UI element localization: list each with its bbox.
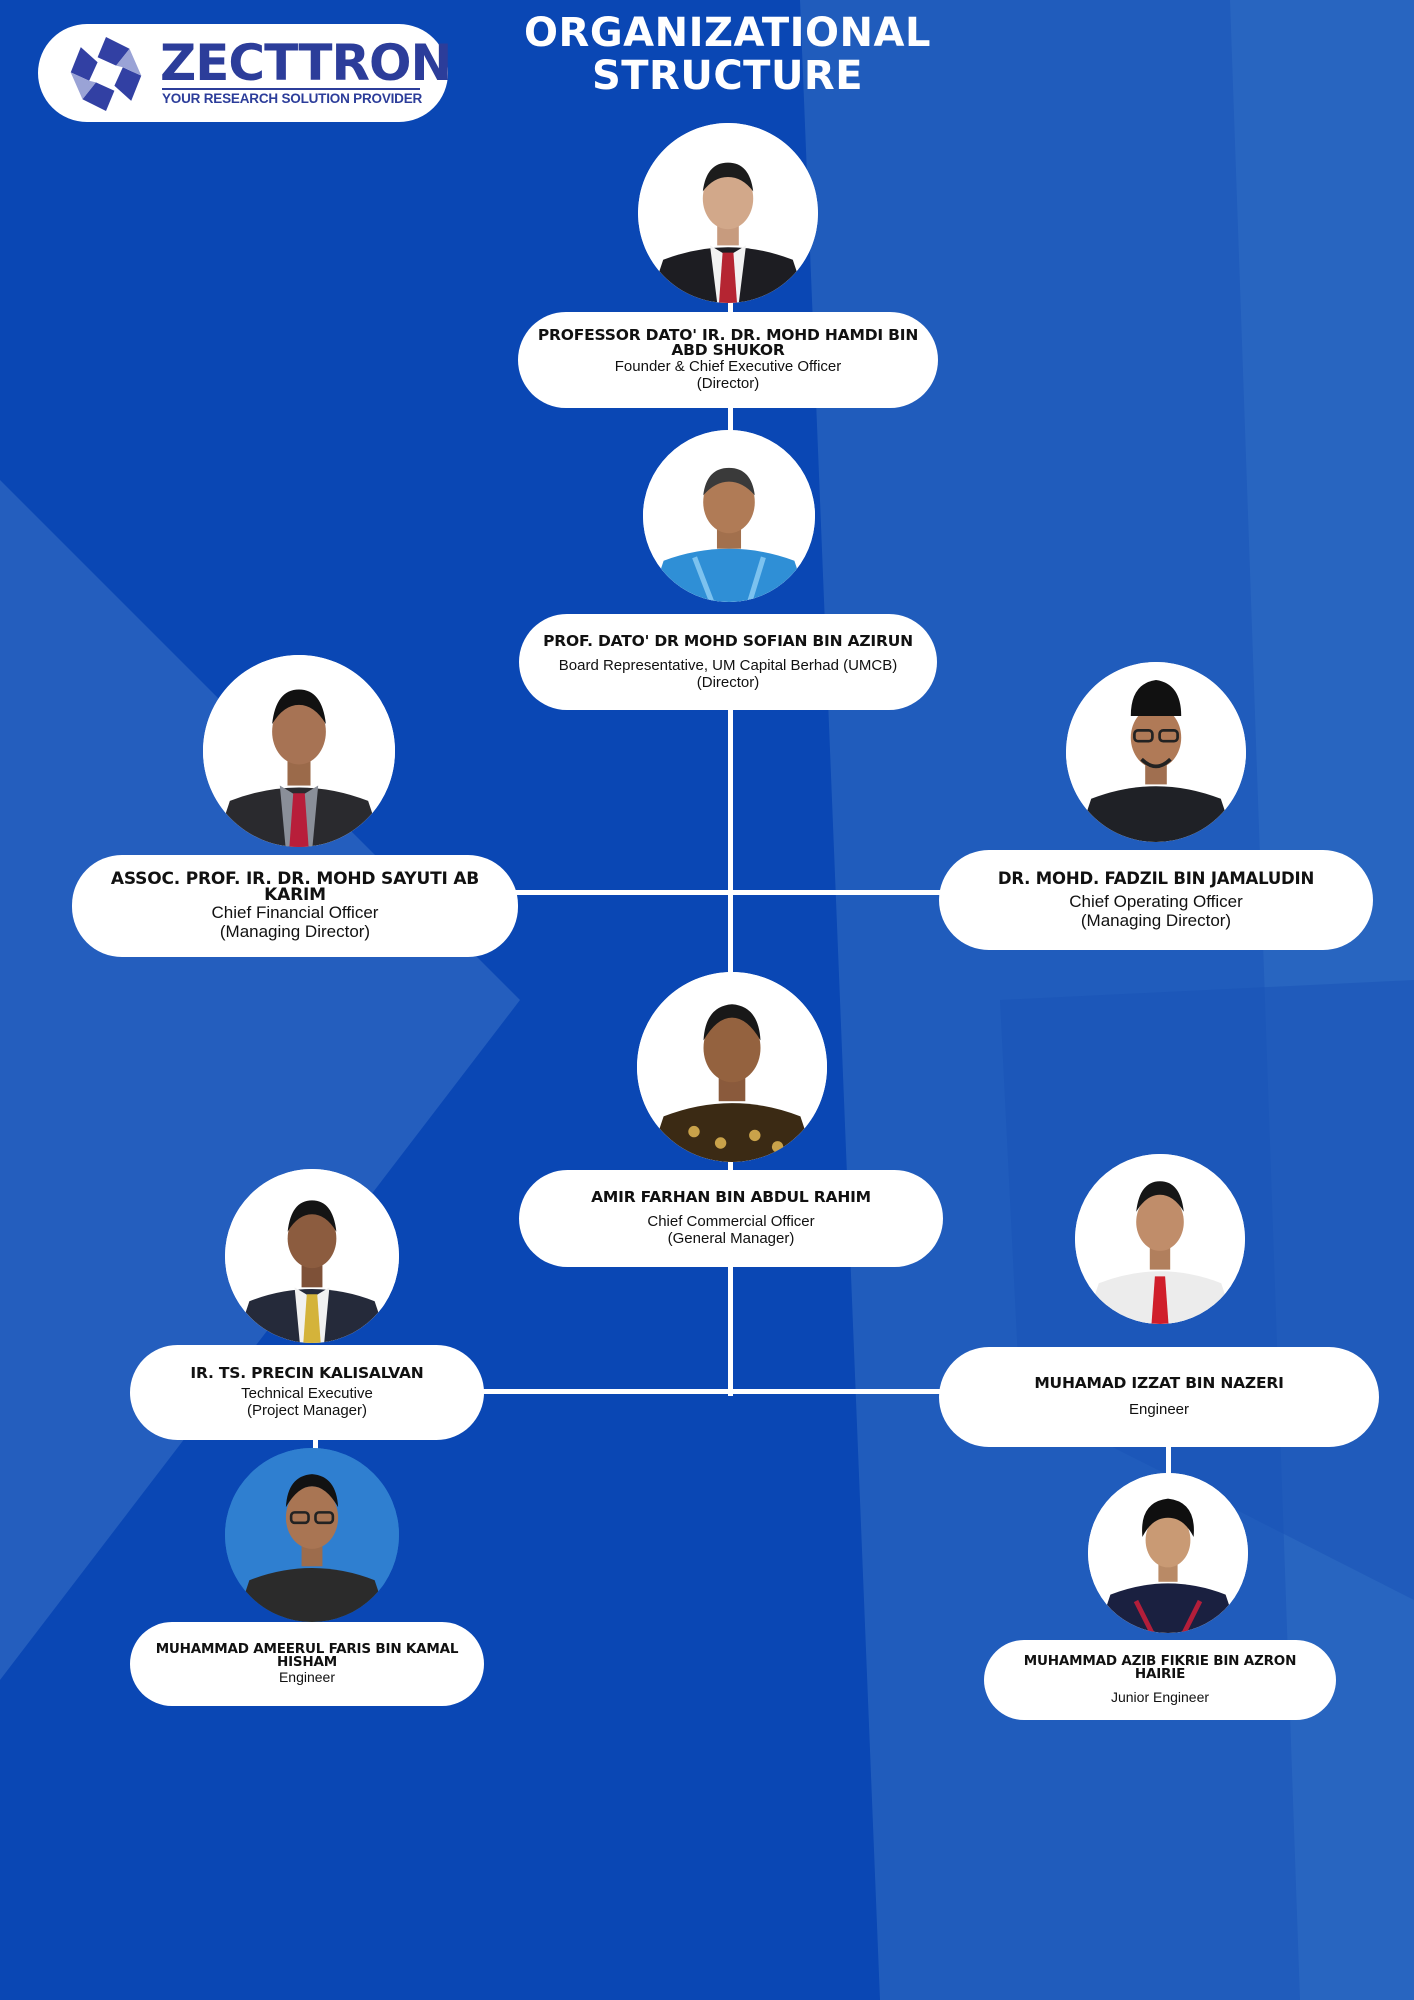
person-title: (Managing Director) bbox=[1080, 910, 1232, 930]
person-avatar-icon bbox=[637, 972, 827, 1162]
title-line-1: ORGANIZATIONAL bbox=[524, 10, 931, 56]
photo-hamdi bbox=[638, 123, 818, 303]
person-name: IR. TS. PRECIN KALISALVAN bbox=[190, 1364, 424, 1382]
person-avatar-icon bbox=[638, 123, 818, 303]
person-name: ASSOC. PROF. IR. DR. MOHD SAYUTI AB KARI… bbox=[110, 869, 480, 905]
logo-underline bbox=[162, 88, 420, 90]
title-line-2: STRUCTURE bbox=[591, 53, 864, 99]
photo-precin bbox=[225, 1169, 399, 1343]
connector-directors-row bbox=[515, 890, 941, 895]
photo-sayuti bbox=[203, 655, 395, 847]
photo-fadzil bbox=[1066, 662, 1246, 842]
photo-azib bbox=[1088, 1473, 1248, 1633]
person-role: Technical Executive bbox=[241, 1385, 373, 1402]
connector-izzat-azib bbox=[1166, 1446, 1171, 1476]
person-role: Chief Financial Officer bbox=[211, 903, 379, 922]
person-name: AMIR FARHAN BIN ABDUL RAHIM bbox=[591, 1188, 871, 1206]
card-hamdi: PROFESSOR DATO' IR. DR. MOHD HAMDI BIN A… bbox=[518, 312, 938, 408]
photo-sofian bbox=[643, 430, 815, 602]
logo-name: ZECTTRON bbox=[160, 34, 452, 92]
card-amir: AMIR FARHAN BIN ABDUL RAHIM Chief Commer… bbox=[519, 1170, 943, 1267]
person-avatar-icon bbox=[1075, 1154, 1245, 1324]
person-avatar-icon bbox=[1066, 662, 1246, 842]
person-role: Board Representative, UM Capital Berhad … bbox=[558, 656, 898, 674]
card-azib: MUHAMMAD AZIB FIKRIE BIN AZRON HAIRIE Ju… bbox=[984, 1640, 1336, 1720]
person-role: Founder & Chief Executive Officer bbox=[614, 358, 842, 375]
card-izzat: MUHAMAD IZZAT BIN NAZERI Engineer bbox=[939, 1347, 1379, 1447]
photo-izzat bbox=[1075, 1154, 1245, 1324]
person-name: PROFESSOR DATO' IR. DR. MOHD HAMDI BIN A… bbox=[537, 326, 919, 359]
person-name: PROF. DATO' DR MOHD SOFIAN BIN AZIRUN bbox=[543, 631, 913, 650]
person-title: (General Manager) bbox=[667, 1230, 795, 1247]
person-role: Chief Commercial Officer bbox=[647, 1213, 815, 1230]
person-avatar-icon bbox=[1088, 1473, 1248, 1633]
person-role: Engineer bbox=[1128, 1401, 1190, 1418]
connector-precin-ameerul bbox=[313, 1435, 318, 1455]
person-title: (Director) bbox=[696, 673, 760, 691]
card-sayuti: ASSOC. PROF. IR. DR. MOHD SAYUTI AB KARI… bbox=[72, 855, 518, 957]
person-title: (Project Manager) bbox=[246, 1402, 368, 1419]
card-fadzil: DR. MOHD. FADZIL BIN JAMALUDIN Chief Ope… bbox=[939, 850, 1373, 950]
photo-ameerul bbox=[225, 1448, 399, 1622]
logo-tagline: YOUR RESEARCH SOLUTION PROVIDER bbox=[162, 91, 423, 106]
person-avatar-icon bbox=[225, 1169, 399, 1343]
card-precin: IR. TS. PRECIN KALISALVAN Technical Exec… bbox=[130, 1345, 484, 1440]
logo: ZECTTRON YOUR RESEARCH SOLUTION PROVIDER bbox=[38, 24, 452, 122]
connector-staff-row bbox=[480, 1389, 942, 1394]
person-title: (Managing Director) bbox=[219, 922, 371, 941]
person-name: DR. MOHD. FADZIL BIN JAMALUDIN bbox=[997, 868, 1315, 888]
person-avatar-icon bbox=[643, 430, 815, 602]
person-avatar-icon bbox=[203, 655, 395, 847]
person-name: MUHAMMAD AZIB FIKRIE BIN AZRON HAIRIE bbox=[1023, 1652, 1297, 1682]
person-avatar-icon bbox=[225, 1448, 399, 1622]
card-ameerul: MUHAMMAD AMEERUL FARIS BIN KAMAL HISHAM … bbox=[130, 1622, 484, 1706]
person-title: (Director) bbox=[696, 375, 760, 392]
person-role: Engineer bbox=[278, 1668, 336, 1685]
person-role: Junior Engineer bbox=[1110, 1688, 1210, 1705]
card-sofian: PROF. DATO' DR MOHD SOFIAN BIN AZIRUN Bo… bbox=[519, 614, 937, 710]
person-role: Chief Operating Officer bbox=[1069, 891, 1243, 911]
photo-amir bbox=[637, 972, 827, 1162]
page-title: ORGANIZATIONAL STRUCTURE bbox=[500, 12, 955, 98]
aperture-logo-icon bbox=[70, 37, 142, 111]
person-name: MUHAMAD IZZAT BIN NAZERI bbox=[1034, 1374, 1284, 1392]
person-name: MUHAMMAD AMEERUL FARIS BIN KAMAL HISHAM bbox=[155, 1640, 459, 1670]
